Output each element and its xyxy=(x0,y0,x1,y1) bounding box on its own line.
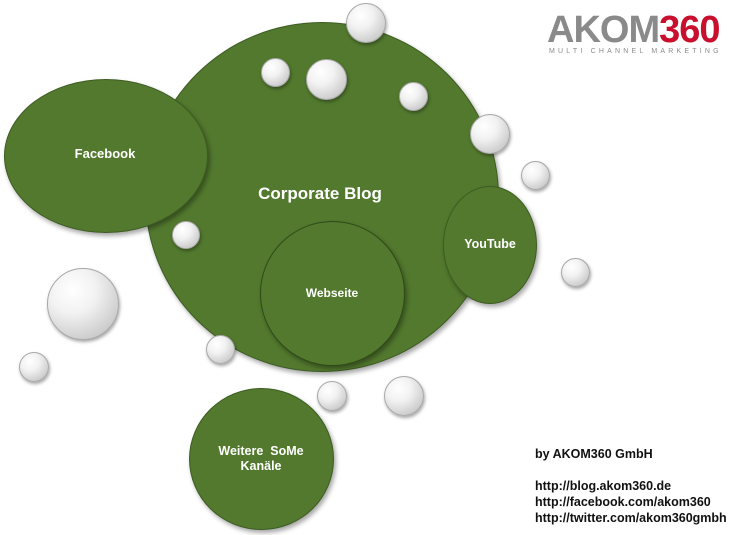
facebook-label: Facebook xyxy=(74,146,136,161)
webseite-label: Webseite xyxy=(305,286,359,300)
weitere-some-node xyxy=(189,388,334,530)
weitere-some-label-line2: Kanäle xyxy=(240,459,282,473)
weitere-some-label: Weitere SoMe Kanäle xyxy=(200,444,322,474)
youtube-label: YouTube xyxy=(464,237,516,251)
twitter-link[interactable]: http://twitter.com/akom360gmbh xyxy=(535,511,727,525)
logo-text-red: 360 xyxy=(659,9,720,51)
facebook-node xyxy=(4,79,208,233)
gray-bubble xyxy=(384,376,424,416)
gray-bubble xyxy=(19,352,49,382)
gray-bubble xyxy=(317,381,347,411)
corporate-blog-label: Corporate Blog xyxy=(258,184,382,203)
facebook-link[interactable]: http://facebook.com/akom360 xyxy=(535,495,711,509)
gray-bubble xyxy=(346,3,386,43)
webseite-node xyxy=(260,221,405,366)
gray-bubble xyxy=(521,161,550,190)
footer-info: by AKOM360 GmbH http://blog.akom360.de h… xyxy=(535,446,745,526)
company-credit: by AKOM360 GmbH xyxy=(535,447,653,461)
gray-bubble xyxy=(399,82,428,111)
logo-text-gray: AKOM xyxy=(547,9,660,51)
logo-tagline: MULTI CHANNEL MARKETING xyxy=(549,48,722,55)
blog-link[interactable]: http://blog.akom360.de xyxy=(535,479,672,493)
gray-bubble xyxy=(172,221,200,249)
youtube-node xyxy=(443,186,537,304)
logo-wordmark: AKOM360 xyxy=(547,9,721,51)
akom360-logo: AKOM360 MULTI CHANNEL MARKETING xyxy=(547,10,742,60)
weitere-some-label-line1: Weitere SoMe xyxy=(218,444,304,458)
gray-bubble xyxy=(47,268,119,340)
gray-bubble xyxy=(470,114,510,154)
gray-bubble xyxy=(561,258,590,287)
gray-bubble xyxy=(306,59,347,100)
gray-bubble xyxy=(261,58,290,87)
gray-bubble xyxy=(206,335,235,364)
